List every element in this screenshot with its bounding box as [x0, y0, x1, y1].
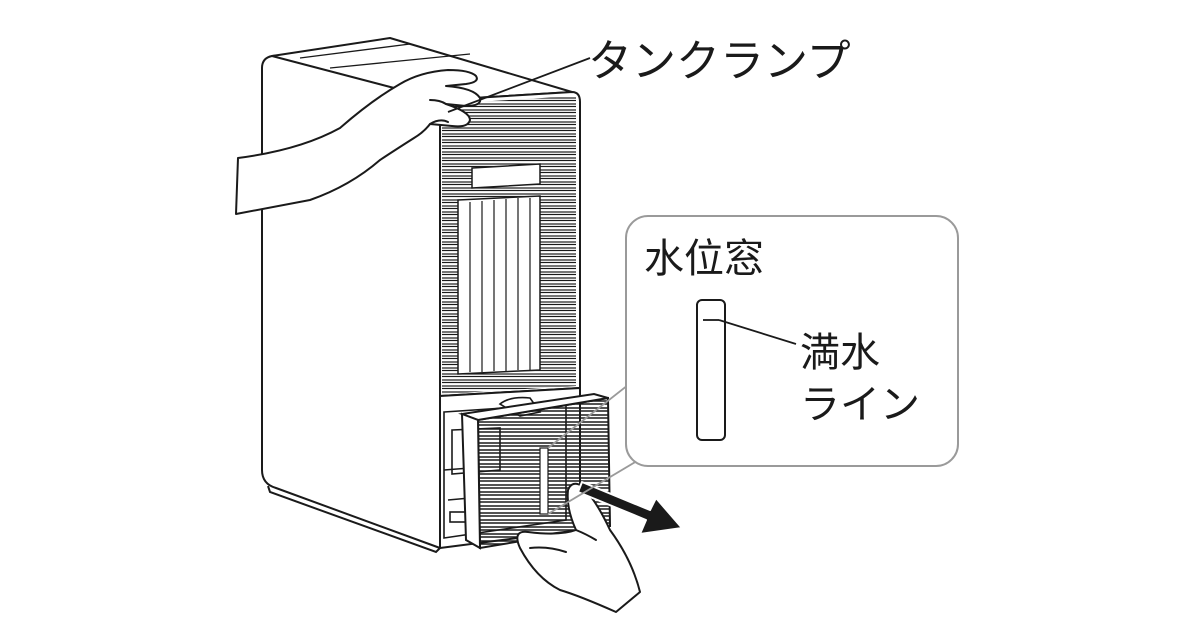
tank-level-window	[539, 447, 549, 515]
pull-direction-arrow	[577, 481, 683, 535]
water-level-window	[696, 299, 726, 441]
tank-side	[460, 412, 482, 550]
front-grille	[442, 96, 576, 394]
body-base	[267, 485, 441, 554]
grille-inner-window	[457, 195, 541, 375]
top-panel-detail	[299, 43, 471, 69]
tank-lamp-label: タンクランプ	[588, 36, 851, 87]
full-water-line-label-1: 満水	[800, 330, 880, 376]
water-level-window-label: 水位窓	[644, 236, 764, 282]
handle-slot	[471, 163, 541, 189]
full-water-leader	[718, 319, 797, 345]
full-water-line-label-2: ライン	[800, 382, 920, 428]
tank-lamp-leader	[447, 57, 591, 113]
upper-hand	[235, 69, 482, 215]
